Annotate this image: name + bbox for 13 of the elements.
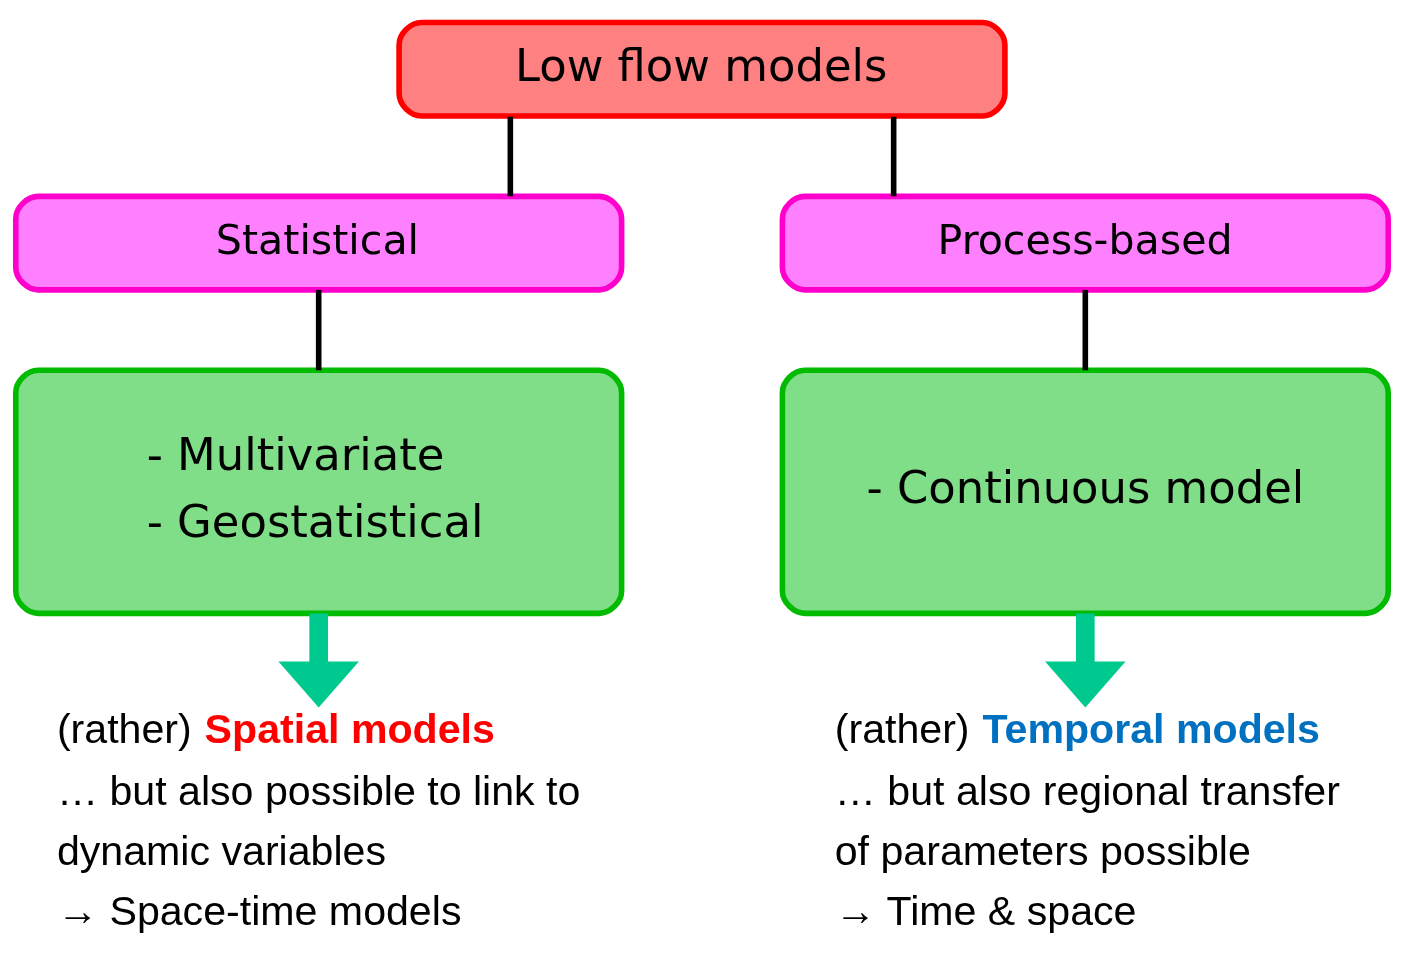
connector: [315, 289, 322, 371]
node-box: - Multivariate - Geostatistical: [12, 367, 625, 617]
connector: [1082, 289, 1089, 371]
node-box: - Continuous model: [779, 367, 1392, 617]
connector: [890, 116, 897, 197]
node-text: (rather) Spatial models … but also possible to link to dynamic variables → Space-time models: [56, 706, 581, 934]
arrow: [278, 613, 359, 708]
connector: [507, 116, 514, 197]
arrow: [1045, 613, 1126, 708]
node-box: Statistical: [12, 193, 625, 293]
node-box: Low flow models: [396, 19, 1008, 119]
node-text: (rather) Temporal models … but also regional transfer of parameters possible → Time & space: [834, 706, 1340, 934]
node-box: Process-based: [779, 193, 1392, 293]
